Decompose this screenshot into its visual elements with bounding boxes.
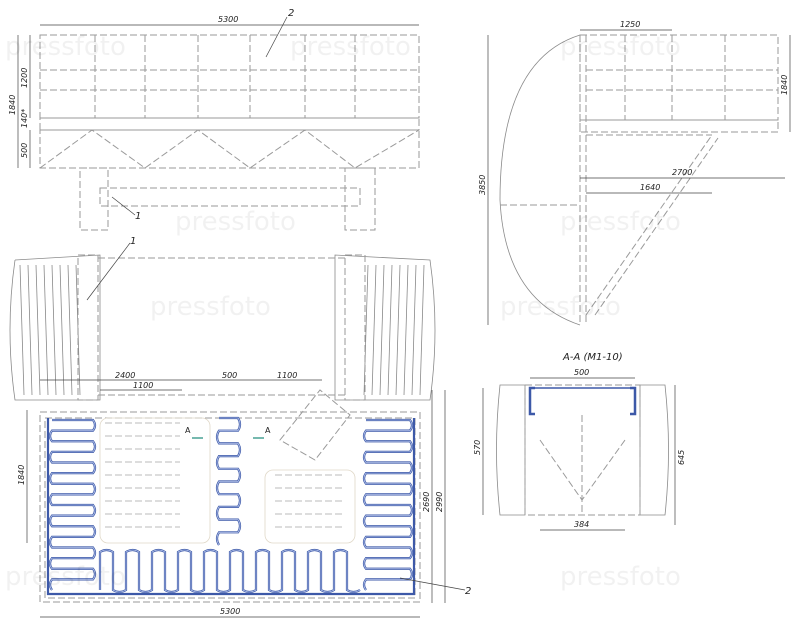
heating-pipe-right-highlight	[363, 419, 413, 591]
plan-dim-left: 2400	[115, 371, 135, 380]
front-dim-truss: 500	[20, 143, 29, 158]
section-mark-right: A	[265, 426, 271, 435]
side-dim-total: 3850	[478, 175, 487, 195]
front-callout-panel: 2	[288, 8, 294, 19]
watermark: pressfoto pressfoto pressfoto pressfoto pres…	[5, 32, 681, 592]
side-dim-top: 1250	[620, 20, 640, 29]
side-dim-offset: 1640	[640, 183, 660, 192]
section-title: A-A (M1-10)	[562, 352, 623, 363]
section-mark-left: A	[185, 426, 191, 435]
column-hatch	[371, 264, 377, 396]
plan-dim-gap: 500	[222, 371, 237, 380]
section-dim-inner: 570	[473, 440, 482, 455]
front-callout-support: 1	[135, 211, 141, 222]
plan-callout-heater: 2	[465, 586, 471, 597]
section-dim-top: 500	[574, 368, 589, 377]
column-hatch	[35, 264, 41, 396]
front-dim-gap: 140*	[20, 109, 29, 128]
plan-dim-depth: 2990	[435, 492, 444, 512]
section-dim-bottom: 384	[574, 520, 589, 529]
heating-pipe-outline	[46, 418, 416, 596]
column-hatch	[67, 264, 73, 396]
column-hatch	[379, 264, 385, 396]
column-hatch	[59, 264, 65, 396]
column-hatch	[75, 264, 81, 396]
heating-pipe-middle-highlight	[216, 417, 241, 546]
heating-pipe-bottom-highlight	[99, 549, 361, 593]
column-hatch	[19, 264, 25, 396]
column-hatch	[51, 264, 57, 396]
column-hatch	[363, 264, 369, 396]
plan-view: 2400 1100 500 1100 1840 2690 2990 5300 A…	[17, 371, 471, 618]
watermark-text: pressfoto	[175, 207, 296, 237]
column-hatch	[419, 264, 425, 396]
column-hatch	[395, 264, 401, 396]
front-dim-total-height: 1840	[8, 95, 17, 115]
watermark-text: pressfoto	[290, 32, 411, 62]
column-hatch	[27, 264, 33, 396]
column-hatch	[43, 264, 49, 396]
watermark-text: pressfoto	[560, 562, 681, 592]
watermark-text: pressfoto	[560, 32, 681, 62]
front-dim-panel: 1200	[20, 68, 29, 88]
plan-dim-inner-depth: 2690	[422, 492, 431, 512]
side-dim-height: 1840	[780, 75, 789, 95]
plan-dim-width: 5300	[220, 607, 240, 616]
front-dim-width: 5300	[218, 15, 238, 24]
plan-dim-left-inner: 1100	[133, 381, 153, 390]
heating-pipe-left-highlight	[49, 419, 96, 591]
column-hatch	[411, 264, 417, 396]
watermark-text: pressfoto	[150, 292, 271, 322]
front-view: 5300 1840 1200 140* 500 2 1	[8, 8, 420, 231]
section-view: A-A (M1-10) 500 570 645 384	[473, 352, 686, 531]
column-callout: 1	[130, 236, 136, 247]
column-hatch	[387, 264, 393, 396]
side-dim-reach: 2700	[672, 168, 692, 177]
column-hatch	[403, 264, 409, 396]
plan-dim-height: 1840	[17, 465, 26, 485]
section-dim-outer: 645	[677, 450, 686, 465]
watermark-text: pressfoto	[5, 32, 126, 62]
watermark-text: pressfoto	[560, 207, 681, 237]
truss-diagonals	[39, 129, 420, 169]
column-view: 1	[9, 236, 436, 401]
plan-dim-right-inner: 1100	[277, 371, 297, 380]
watermark-text: pressfoto	[500, 292, 621, 322]
side-view: 1250 1840 3850 2700 1640	[478, 20, 791, 326]
watermark-text: pressfoto	[5, 562, 126, 592]
